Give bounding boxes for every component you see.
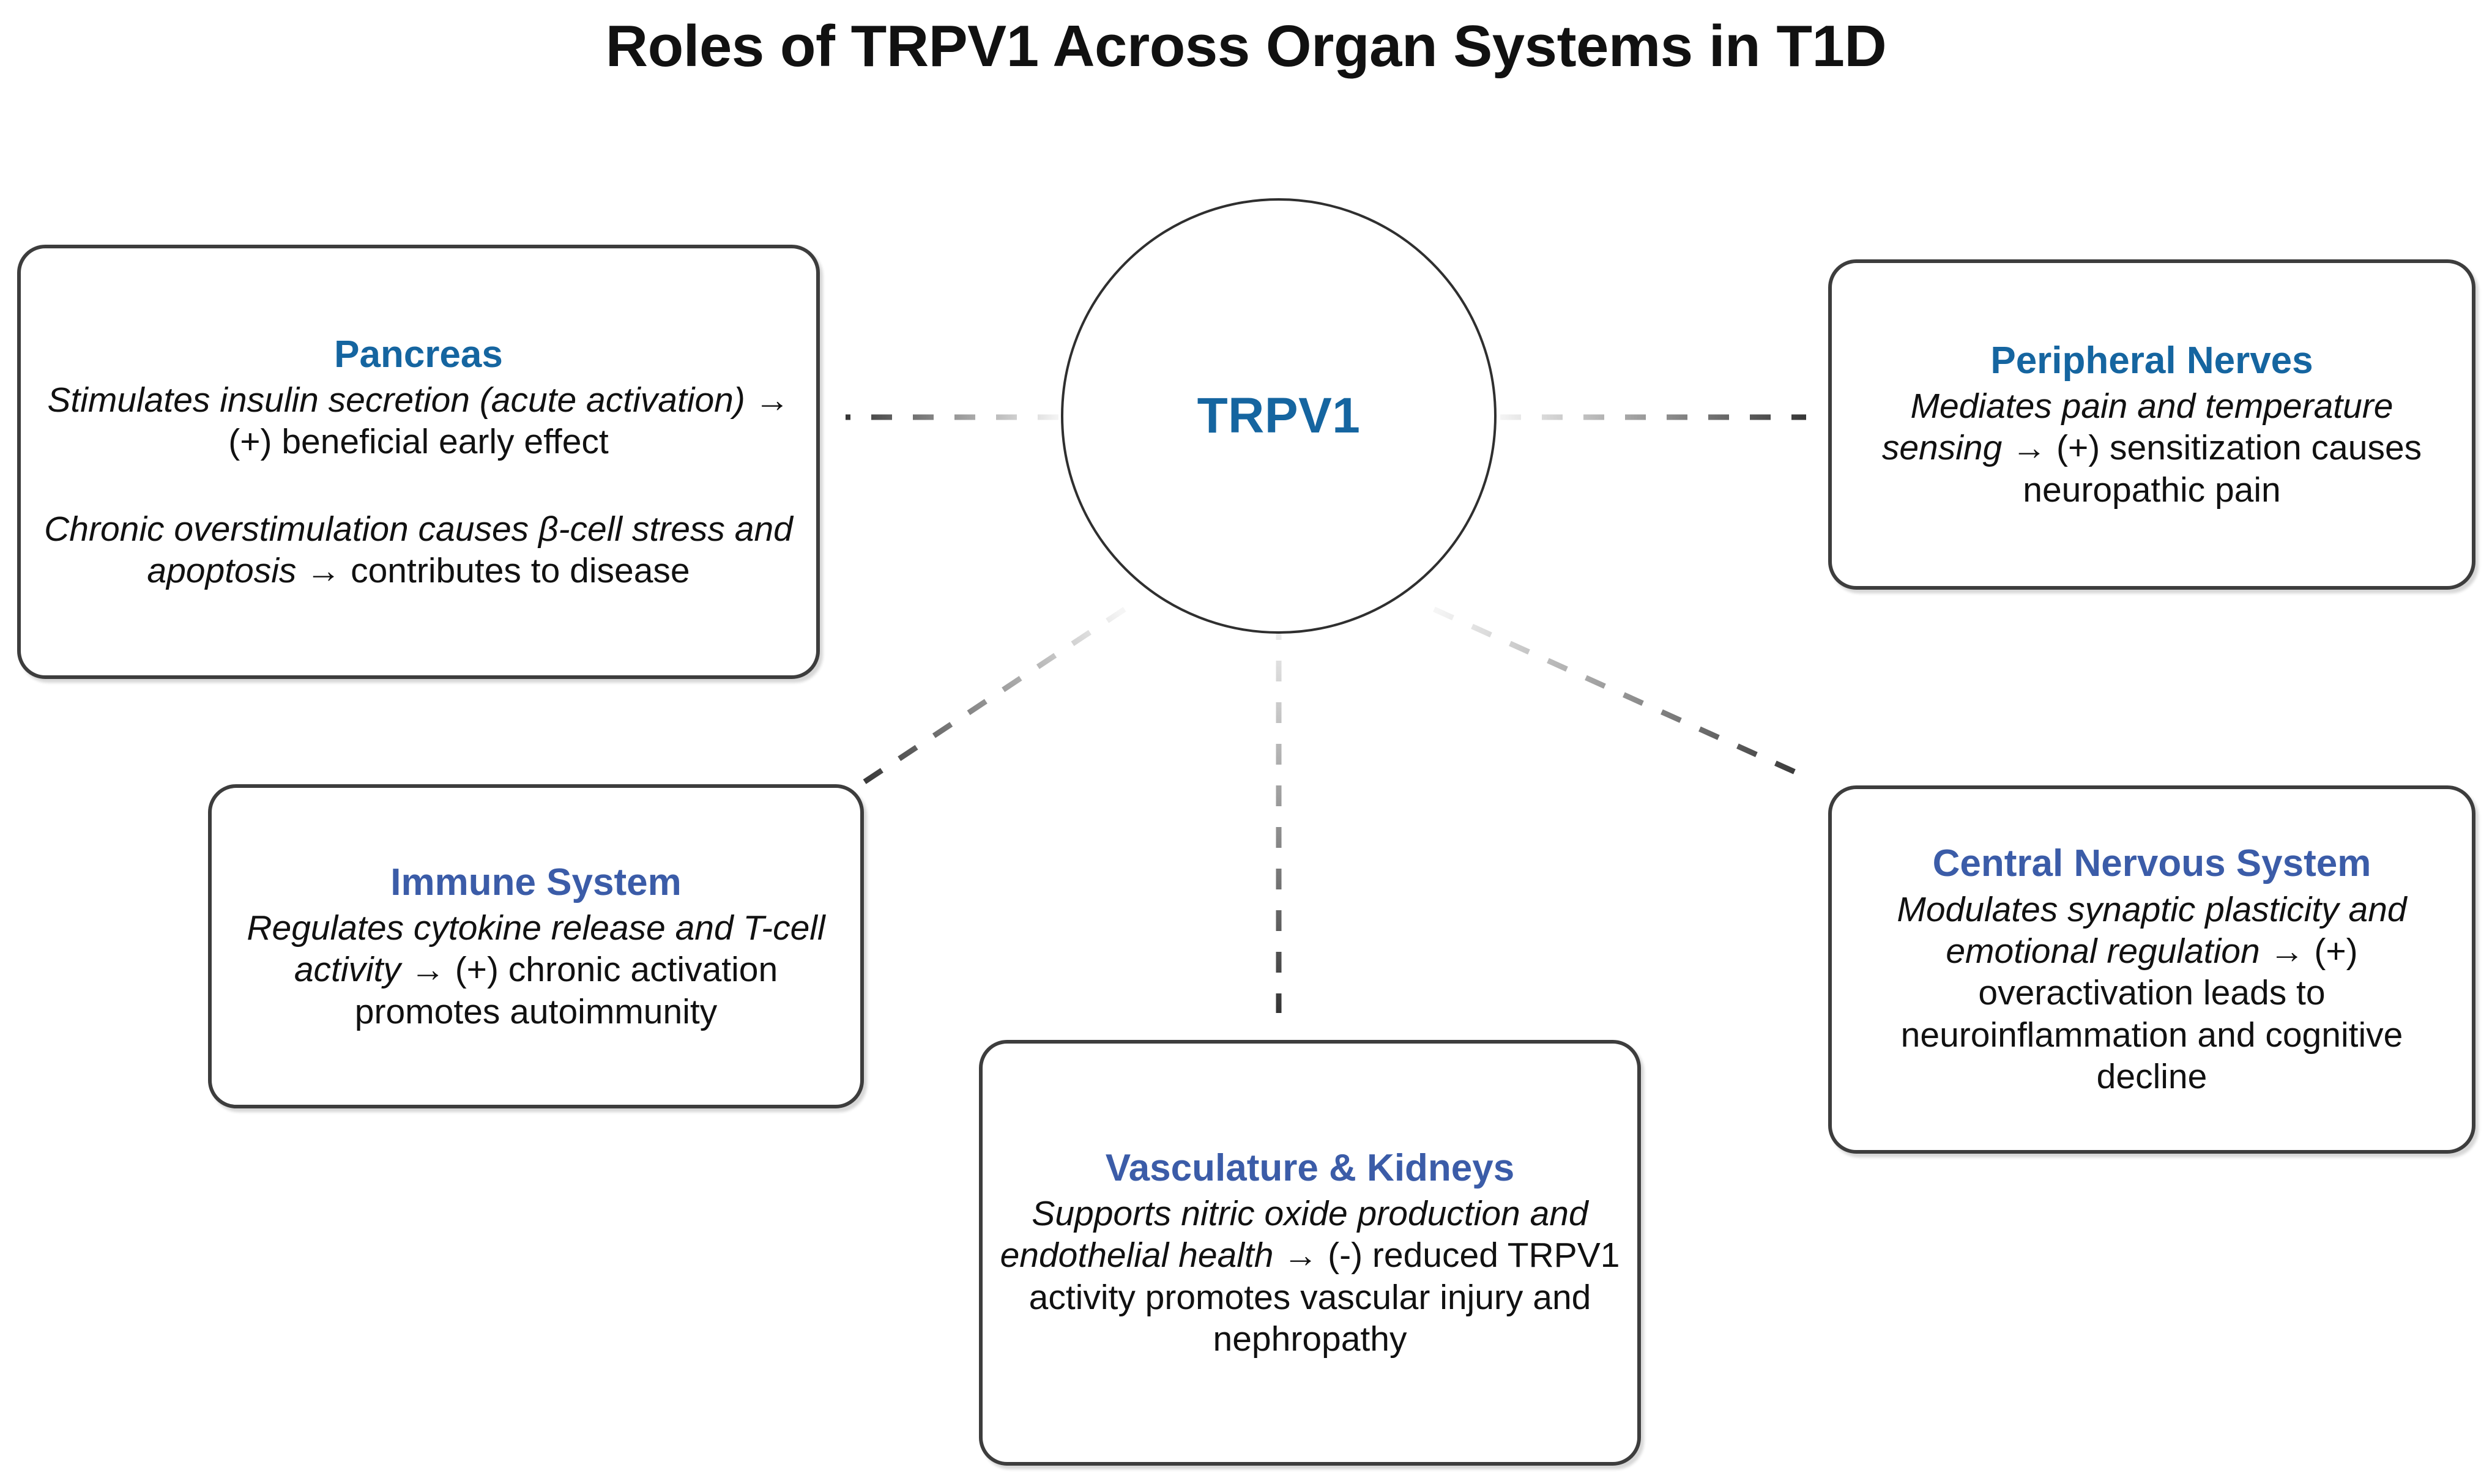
node-immune-system-paragraph-1: Regulates cytokine release and T-cell ac… [228,907,844,1033]
node-immune-system-body: Regulates cytokine release and T-cell ac… [228,907,844,1033]
node-vasculature-kidneys-p1-roman: (-) reduced TRPV1 activity promotes vasc… [1028,1236,1620,1359]
node-pancreas[interactable]: Pancreas Stimulates insulin secretion (a… [17,245,820,679]
central-node-label: TRPV1 [1197,388,1361,443]
node-pancreas-p1-italic: Stimulates insulin secretion (acute acti… [47,380,790,420]
page-title: Roles of TRPV1 Across Organ Systems in T… [605,13,1887,79]
node-central-nervous-system-p1-roman: (+) overactivation leads to neuroinflamm… [1900,931,2403,1097]
node-pancreas-body: Stimulates insulin secretion (acute acti… [37,379,800,592]
node-central-nervous-system-title: Central Nervous System [1932,842,2371,885]
node-central-nervous-system-p1-italic: Modulates synaptic plasticity and emotio… [1897,889,2407,971]
node-vasculature-kidneys-paragraph-1: Supports nitric oxide production and end… [999,1193,1621,1360]
connector-hub-to-cns [1433,606,1810,781]
node-pancreas-paragraph-1: Stimulates insulin secretion (acute acti… [37,379,800,463]
node-peripheral-nerves[interactable]: Peripheral Nerves Mediates pain and temp… [1828,259,2475,590]
node-pancreas-p2-roman: contributes to disease [351,551,690,590]
node-central-nervous-system[interactable]: Central Nervous System Modulates synapti… [1828,785,2475,1154]
node-vasculature-kidneys-body: Supports nitric oxide production and end… [999,1193,1621,1360]
node-peripheral-nerves-body: Mediates pain and temperature sensing → … [1848,385,2456,511]
node-peripheral-nerves-title: Peripheral Nerves [1990,339,2313,382]
node-peripheral-nerves-paragraph-1: Mediates pain and temperature sensing → … [1848,385,2456,511]
node-peripheral-nerves-p1-italic: Mediates pain and temperature sensing → [1881,386,2393,468]
node-immune-system-p1-italic: Regulates cytokine release and T-cell ac… [247,908,825,990]
node-pancreas-paragraph-2: Chronic overstimulation causes β-cell st… [37,508,800,592]
node-pancreas-title: Pancreas [334,333,503,376]
node-central-nervous-system-paragraph-1: Modulates synaptic plasticity and emotio… [1848,889,2456,1098]
central-node-trpv1[interactable]: TRPV1 [1061,198,1497,634]
node-pancreas-p1-roman: (+) beneficial early effect [228,422,609,462]
node-immune-system-title: Immune System [390,861,682,903]
node-immune-system-p1-roman: (+) chronic activation promotes autoimmu… [354,950,778,1031]
node-pancreas-p2-italic: Chronic overstimulation causes β-cell st… [44,509,793,590]
node-vasculature-kidneys-p1-italic: Supports nitric oxide production and end… [1000,1193,1588,1275]
node-central-nervous-system-body: Modulates synaptic plasticity and emotio… [1848,889,2456,1098]
node-immune-system[interactable]: Immune System Regulates cytokine release… [208,784,864,1108]
node-peripheral-nerves-p1-roman: (+) sensitization causes neuropathic pai… [2023,428,2422,510]
node-vasculature-kidneys-title: Vasculature & Kidneys [1105,1146,1515,1189]
connector-hub-to-immune [854,607,1126,790]
node-vasculature-kidneys[interactable]: Vasculature & Kidneys Supports nitric ox… [979,1040,1641,1466]
